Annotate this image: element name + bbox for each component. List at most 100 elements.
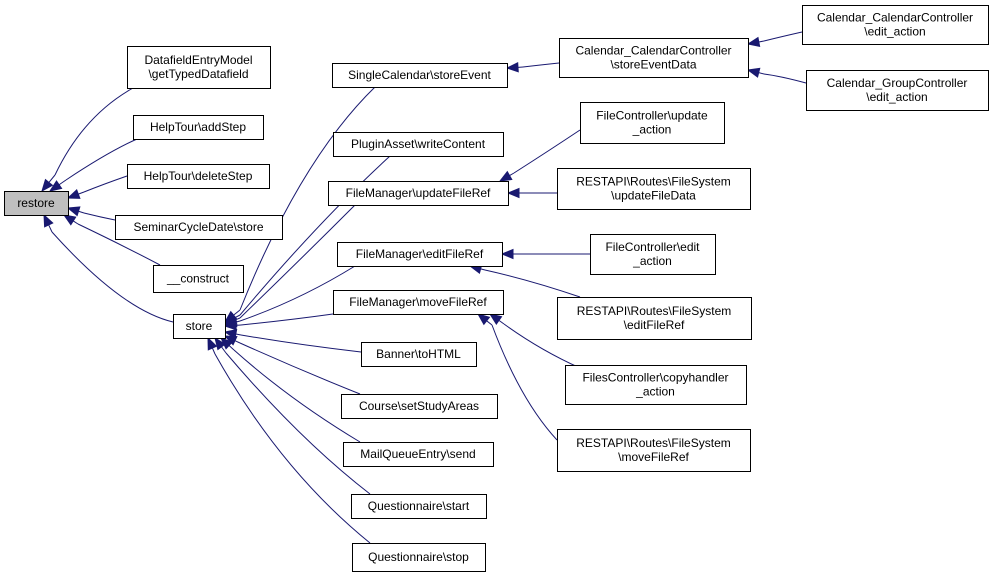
node-mailqueue[interactable]: MailQueueEntry\send xyxy=(343,442,494,467)
edge-line xyxy=(240,334,362,353)
node-label: RESTAPI\Routes\FileSystem xyxy=(576,175,731,189)
edge-line xyxy=(763,73,807,84)
node-label: \moveFileRef xyxy=(618,450,689,464)
node-box xyxy=(557,168,751,210)
node-box xyxy=(590,234,716,275)
edge-banner-to-store xyxy=(223,328,362,353)
arrowhead xyxy=(746,36,761,48)
node-box xyxy=(580,102,725,144)
node-banner[interactable]: Banner\toHTML xyxy=(361,342,477,367)
node-label: Course\setStudyAreas xyxy=(359,399,479,413)
edge-line xyxy=(83,175,128,193)
edge-calstoreevent-to-singlecal xyxy=(505,62,560,73)
arrowhead xyxy=(66,189,81,199)
node-box xyxy=(341,394,498,419)
node-restupdate[interactable]: RESTAPI\Routes\FileSystem\updateFileData xyxy=(557,168,751,210)
edge-line xyxy=(239,204,356,319)
node-label: FileController\edit xyxy=(605,240,700,254)
edge-line xyxy=(233,349,361,443)
node-qstart[interactable]: Questionnaire\start xyxy=(351,494,487,519)
edge-line xyxy=(65,138,138,181)
edge-line-tail xyxy=(58,179,67,186)
edge-line xyxy=(513,129,581,174)
node-pluginasset[interactable]: PluginAsset\writeContent xyxy=(333,132,504,157)
edge-fcedit-to-editfileref xyxy=(500,248,590,260)
arrowhead xyxy=(500,248,514,260)
edge-line-tail xyxy=(78,210,85,214)
node-fcupdate[interactable]: FileController\update_action xyxy=(580,102,725,144)
node-label: HelpTour\deleteStep xyxy=(144,169,253,183)
node-seminar[interactable]: SeminarCycleDate\store xyxy=(115,215,283,240)
node-restore[interactable]: restore xyxy=(4,191,69,216)
edge-line xyxy=(239,155,391,316)
node-box xyxy=(337,242,503,267)
node-caledit[interactable]: Calendar_CalendarController\edit_action xyxy=(802,5,989,45)
node-groupedit[interactable]: Calendar_GroupController\edit_action xyxy=(806,70,989,111)
node-label: Calendar_GroupController xyxy=(827,76,968,90)
node-label: \edit_action xyxy=(866,90,927,104)
node-label: HelpTour\addStep xyxy=(150,120,246,134)
edge-line xyxy=(522,62,560,68)
node-restmove[interactable]: RESTAPI\Routes\FileSystem\moveFileRef xyxy=(557,429,751,472)
edge-fccopy-to-movefileref xyxy=(488,313,581,369)
edge-line-tail xyxy=(758,72,765,75)
edge-line xyxy=(214,353,371,544)
node-box xyxy=(333,132,504,157)
node-label: SingleCalendar\storeEvent xyxy=(348,68,491,82)
node-box xyxy=(361,342,477,367)
arrowhead xyxy=(746,67,761,78)
edge-line-tail xyxy=(221,346,227,354)
node-label: FileManager\editFileRef xyxy=(356,247,484,261)
node-label: \editFileRef xyxy=(624,318,685,332)
edge-fcupdate-to-updatefileref xyxy=(498,129,581,182)
node-label: Questionnaire\stop xyxy=(368,550,469,564)
node-qstop[interactable]: Questionnaire\stop xyxy=(352,543,486,572)
node-updatefileref[interactable]: FileManager\updateFileRef xyxy=(328,181,509,206)
edge-line-tail xyxy=(235,317,241,321)
edge-line-tail xyxy=(233,309,241,316)
node-box xyxy=(352,543,486,572)
edge-line-tail xyxy=(48,224,53,233)
edge-addstep-to-restore xyxy=(48,138,138,192)
edge-qstop-to-store xyxy=(207,336,371,544)
node-label: FileController\update xyxy=(596,109,708,123)
node-course[interactable]: Course\setStudyAreas xyxy=(341,394,498,419)
node-datafield[interactable]: DatafieldEntryModel\getTypedDatafield xyxy=(127,46,271,89)
node-editfileref[interactable]: FileManager\editFileRef xyxy=(337,242,503,267)
node-box xyxy=(4,191,69,216)
node-label: DatafieldEntryModel xyxy=(144,53,252,67)
edge-line xyxy=(763,31,803,42)
node-fccopy[interactable]: FilesController\copyhandler_action xyxy=(565,365,747,405)
edge-line-tail xyxy=(228,345,235,351)
arrowhead xyxy=(207,336,218,351)
node-fcedit[interactable]: FileController\edit_action xyxy=(590,234,716,275)
node-label: FileManager\moveFileRef xyxy=(349,295,487,309)
node-label: PluginAsset\writeContent xyxy=(351,137,486,151)
node-movefileref[interactable]: FileManager\moveFileRef xyxy=(333,290,504,315)
arrowhead xyxy=(488,313,503,325)
node-addstep[interactable]: HelpTour\addStep xyxy=(133,115,264,140)
edge-line-tail xyxy=(234,340,241,344)
node-label: \edit_action xyxy=(864,25,925,39)
node-restedit[interactable]: RESTAPI\Routes\FileSystem\editFileRef xyxy=(557,297,752,340)
node-box xyxy=(127,46,271,89)
edge-line-tail xyxy=(235,333,242,336)
edge-line-tail xyxy=(498,319,505,325)
node-construct[interactable]: __construct xyxy=(153,265,244,293)
node-label: FileManager\updateFileRef xyxy=(346,186,491,200)
edge-seminar-to-restore xyxy=(66,206,116,221)
arrowhead xyxy=(506,187,520,199)
node-box xyxy=(557,297,752,340)
node-singlecal[interactable]: SingleCalendar\storeEvent xyxy=(332,63,508,88)
node-deletestep[interactable]: HelpTour\deleteStep xyxy=(127,164,270,189)
edge-restupdate-to-updatefileref xyxy=(506,187,557,199)
node-label: Calendar_CalendarController xyxy=(817,11,973,25)
edge-line xyxy=(51,231,174,323)
node-label: \getTypedDatafield xyxy=(148,67,248,81)
node-box xyxy=(133,115,264,140)
edge-line xyxy=(239,86,376,311)
edge-line-tail xyxy=(78,191,85,195)
node-store[interactable]: store xyxy=(173,314,226,339)
node-calstoreevent[interactable]: Calendar_CalendarController\storeEventDa… xyxy=(559,38,749,78)
